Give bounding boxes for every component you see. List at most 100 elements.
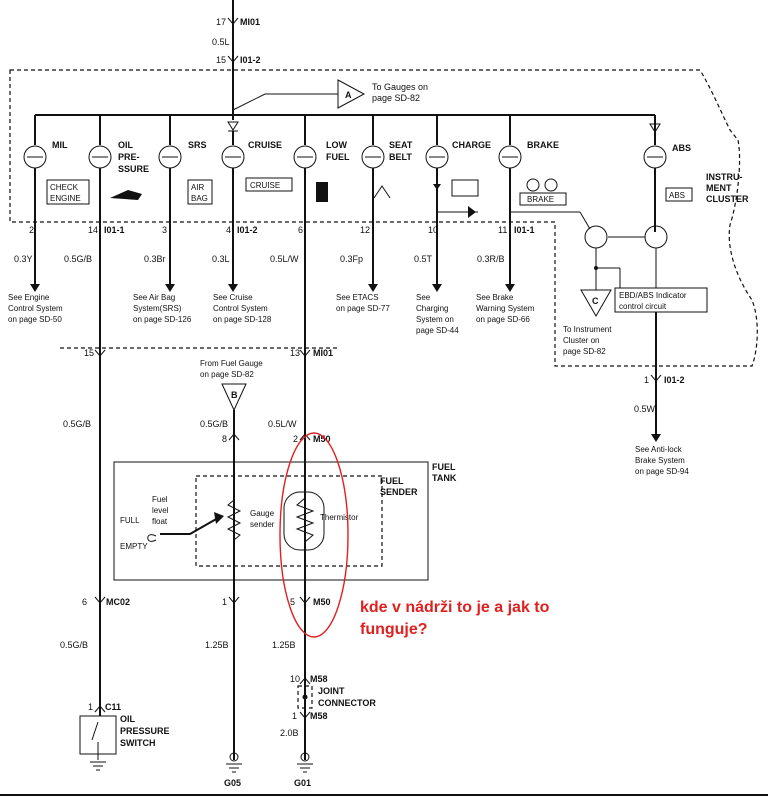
svg-text:sender: sender [250, 520, 275, 529]
svg-text:SSURE: SSURE [118, 164, 149, 174]
m58b-conn: M58 [310, 711, 328, 721]
svg-text:I01-2: I01-2 [237, 225, 258, 235]
svg-text:From Fuel Gauge: From Fuel Gauge [200, 359, 263, 368]
ref-cruise: See Cruise Control System on page SD-128 [213, 293, 272, 324]
mc02-conn: MC02 [106, 597, 130, 607]
svg-text:on page SD-77: on page SD-77 [336, 304, 390, 313]
svg-text:CRUISE: CRUISE [250, 181, 280, 190]
svg-text:Charging: Charging [416, 304, 448, 313]
svg-text:SEAT: SEAT [389, 140, 413, 150]
svg-text:float: float [152, 517, 168, 526]
svg-text:See Air Bag: See Air Bag [133, 293, 175, 302]
top-conn: MI01 [240, 17, 260, 27]
svg-text:Warning System: Warning System [476, 304, 535, 313]
svg-text:See: See [416, 293, 431, 302]
svg-text:See Anti-lock: See Anti-lock [635, 445, 683, 454]
top-pin: 17 [216, 17, 226, 27]
svg-text:on page SD-128: on page SD-128 [213, 315, 272, 324]
svg-text:FUEL: FUEL [432, 462, 456, 472]
svg-text:See Cruise: See Cruise [213, 293, 253, 302]
oil-pin: 15 [84, 348, 94, 358]
svg-text:page SD-44: page SD-44 [416, 326, 459, 335]
svg-text:ABS: ABS [669, 191, 685, 200]
svg-text:0.5G/B: 0.5G/B [64, 254, 92, 264]
lamp-brake: BRAKE BRAKE [498, 115, 567, 222]
svg-text:JOINT: JOINT [318, 686, 345, 696]
empty-label: EMPTY [120, 542, 148, 551]
lamp-seat-belt: SEAT BELT [361, 115, 413, 222]
svg-text:CHARGE: CHARGE [452, 140, 491, 150]
svg-text:AIR: AIR [191, 183, 205, 192]
svg-text:control circuit: control circuit [619, 302, 667, 311]
svg-text:BELT: BELT [389, 152, 412, 162]
svg-text:on page SD-82: on page SD-82 [200, 370, 254, 379]
svg-text:I01-1: I01-1 [104, 225, 125, 235]
svg-text:0.3R/B: 0.3R/B [477, 254, 505, 264]
fuel-conn: MI01 [313, 348, 333, 358]
svg-text:level: level [152, 506, 169, 515]
svg-text:0.3L: 0.3L [212, 254, 230, 264]
svg-text:10: 10 [428, 225, 438, 235]
svg-text:TANK: TANK [432, 473, 457, 483]
top-pin2: 15 [216, 55, 226, 65]
switch-label: OIL PRESSURE SWITCH [120, 714, 170, 748]
sender-label: FUEL SENDER [380, 476, 418, 497]
fuel-pin: 13 [290, 348, 300, 358]
svg-text:MIL: MIL [52, 140, 68, 150]
thermistor-label: Thermistor [320, 513, 359, 522]
note-line1: kde v nádrži to je a jak to [360, 599, 550, 616]
m50-pin: 2 [293, 434, 298, 444]
c11-conn: C11 [105, 702, 121, 712]
g01-label: G01 [294, 778, 311, 788]
m58b-pin: 1 [292, 711, 297, 721]
svg-text:11: 11 [498, 225, 507, 235]
svg-text:14: 14 [88, 225, 98, 235]
svg-text:CHECK: CHECK [50, 183, 79, 192]
tank-label: FUEL TANK [432, 462, 457, 483]
m50b-pin: 5 [290, 597, 295, 607]
svg-text:PRESSURE: PRESSURE [120, 726, 170, 736]
svg-text:LOW: LOW [326, 140, 347, 150]
svg-text:0.5T: 0.5T [414, 254, 433, 264]
svg-text:12: 12 [360, 225, 370, 235]
wire-labels: 0.3Y 0.5G/B 0.3Br 0.3L 0.5L/W 0.3Fp 0.5T… [14, 254, 505, 264]
svg-text:OIL: OIL [120, 714, 136, 724]
a-letter: A [345, 90, 352, 100]
lamp-oil-pressure: OIL PRE- SSURE [88, 115, 149, 222]
lamp-mil: MIL CHECK ENGINE [23, 115, 90, 222]
low-wire: 0.5L/W [268, 419, 297, 429]
c-ref: To Instrument Cluster on page SD-82 [563, 325, 612, 356]
svg-text:BRAKE: BRAKE [527, 140, 559, 150]
svg-text:on page SD-50: on page SD-50 [8, 315, 62, 324]
svg-text:FUEL: FUEL [326, 152, 350, 162]
svg-text:on page SD-126: on page SD-126 [133, 315, 192, 324]
gauge-wire: 0.5G/B [200, 419, 228, 429]
svg-text:0.3Y: 0.3Y [14, 254, 33, 264]
svg-text:SWITCH: SWITCH [120, 738, 156, 748]
highlight-ellipse [279, 432, 349, 638]
svg-text:BRAKE: BRAKE [527, 195, 554, 204]
gauge-pin: 8 [222, 434, 227, 444]
svg-text:CONNECTOR: CONNECTOR [318, 698, 376, 708]
abs-wire: 0.5W [634, 404, 656, 414]
svg-text:FUEL: FUEL [380, 476, 404, 486]
m50-conn: M50 [313, 434, 331, 444]
svg-text:To Instrument: To Instrument [563, 325, 612, 334]
svg-text:ENGINE: ENGINE [50, 194, 81, 203]
abs-conn: I01-2 [664, 375, 685, 385]
therm-wire: 1.25B [272, 640, 296, 650]
m58-pin: 10 [290, 674, 300, 684]
svg-text:See ETACS: See ETACS [336, 293, 379, 302]
b-ref: From Fuel Gauge on page SD-82 [200, 359, 263, 379]
gnd-pin: 1 [222, 597, 227, 607]
fuel-tank-box [113, 461, 429, 581]
oil-wire: 0.5G/B [63, 419, 91, 429]
svg-text:INSTRU-: INSTRU- [706, 172, 743, 182]
float-label: Fuel level float [152, 495, 169, 526]
svg-text:6: 6 [298, 225, 303, 235]
svg-text:on page SD-66: on page SD-66 [476, 315, 530, 324]
svg-text:MENT: MENT [706, 183, 732, 193]
svg-text:SENDER: SENDER [380, 487, 418, 497]
gnd-wire: 1.25B [205, 640, 229, 650]
